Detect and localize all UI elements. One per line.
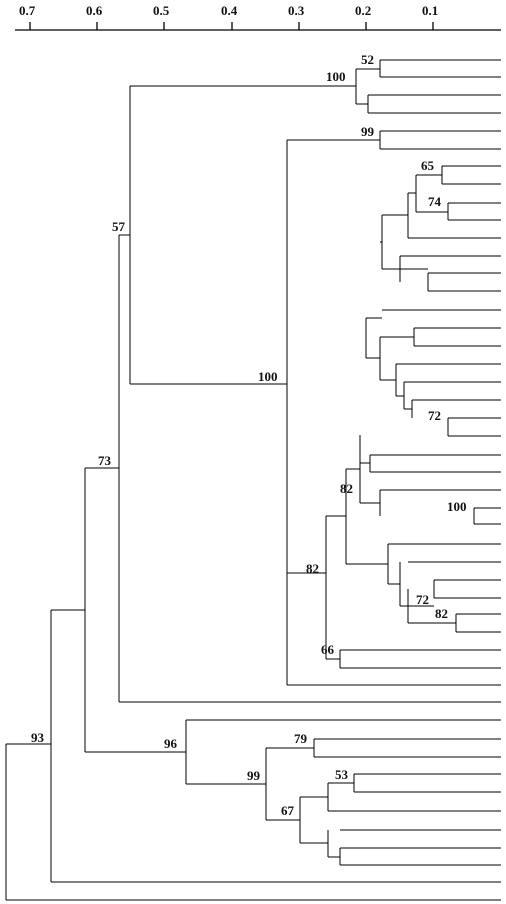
scale-tick-label: 0.3 (288, 3, 305, 18)
scale-tick-label: 0.7 (19, 3, 36, 18)
support-value: 82 (340, 481, 353, 496)
support-values: 52 100 99 65 74 72 57 100 82 100 82 72 8… (31, 52, 467, 818)
support-value: 53 (335, 767, 349, 782)
support-value: 100 (258, 369, 278, 384)
scale-tick-label: 0.2 (355, 3, 371, 18)
scale-tick-label: 0.5 (153, 3, 170, 18)
support-value: 99 (247, 768, 261, 783)
distance-scale: 0.7 0.6 0.5 0.4 0.3 0.2 0.1 (15, 3, 501, 31)
support-value: 100 (326, 69, 346, 84)
support-value: 52 (361, 52, 374, 67)
support-value: 66 (321, 642, 335, 657)
support-value: 100 (447, 499, 467, 514)
support-value: 82 (435, 606, 448, 621)
tree-branches (5, 59, 501, 901)
support-value: 65 (421, 158, 435, 173)
scale-tick-label: 0.4 (221, 3, 238, 18)
scale-tick-label: 0.1 (422, 3, 438, 18)
support-value: 93 (31, 730, 45, 745)
support-value: 57 (112, 219, 126, 234)
support-value: 72 (416, 592, 429, 607)
support-value: 73 (98, 453, 112, 468)
support-value: 82 (306, 561, 319, 576)
scale-tick-label: 0.6 (86, 3, 103, 18)
support-value: 74 (428, 194, 442, 209)
support-value: 72 (428, 408, 441, 423)
support-value: 96 (164, 736, 178, 751)
support-value: 67 (281, 803, 295, 818)
support-value: 79 (294, 731, 308, 746)
support-value: 99 (361, 124, 375, 139)
